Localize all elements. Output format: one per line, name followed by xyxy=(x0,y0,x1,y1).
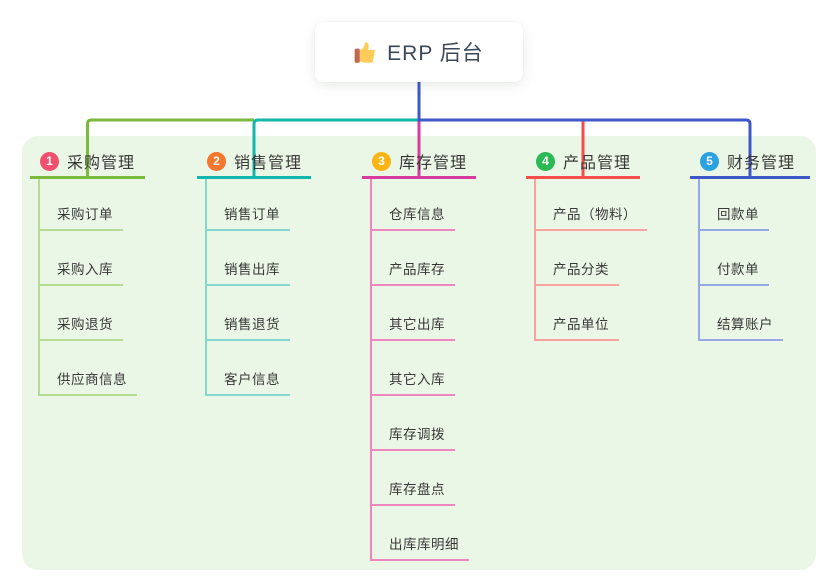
branch-2-child-1[interactable]: 销售订单 xyxy=(205,205,290,231)
branch-1: 1 采购管理采购订单采购入库采购退货供应商信息 xyxy=(30,146,145,396)
branch-5-child-3[interactable]: 结算账户 xyxy=(698,315,783,341)
branch-3-node[interactable]: 3 库存管理 xyxy=(362,146,476,179)
branch-4-number-badge: 4 xyxy=(536,151,555,171)
branch-2-stem-line xyxy=(205,179,207,396)
branch-2-number-badge: 2 xyxy=(207,151,226,171)
branch-1-stem-line xyxy=(38,179,40,396)
branch-3-child-2[interactable]: 产品库存 xyxy=(370,260,455,286)
branch-3-child-3[interactable]: 其它出库 xyxy=(370,315,455,341)
branches-panel xyxy=(22,136,816,570)
root-title: ERP 后台 xyxy=(387,42,484,65)
branch-1-child-2[interactable]: 采购入库 xyxy=(38,260,123,286)
branch-5-number-badge: 5 xyxy=(700,151,719,171)
branch-2-label: 销售管理 xyxy=(234,155,303,172)
branch-3-label: 库存管理 xyxy=(399,155,468,172)
branch-4: 4 产品管理产品（物料） 产品分类产品单位 xyxy=(526,146,647,341)
branch-3-child-6[interactable]: 库存盘点 xyxy=(370,480,455,506)
branch-3-child-5[interactable]: 库存调拨 xyxy=(370,425,455,451)
branch-3: 3 库存管理仓库信息产品库存其它出库其它入库库存调拨库存盘点出库库明细 xyxy=(362,146,476,561)
root-node[interactable]: ERP 后台 xyxy=(315,22,523,82)
branch-5-stem-line xyxy=(698,179,700,341)
branch-4-child-3[interactable]: 产品单位 xyxy=(534,315,619,341)
branch-4-child-2[interactable]: 产品分类 xyxy=(534,260,619,286)
branch-5-node[interactable]: 5 财务管理 xyxy=(690,146,810,179)
branch-4-label: 产品管理 xyxy=(563,155,632,172)
branch-4-stem-line xyxy=(534,179,536,341)
branch-2-node[interactable]: 2 销售管理 xyxy=(197,146,311,179)
branch-5-child-1[interactable]: 回款单 xyxy=(698,205,769,231)
branch-1-number-badge: 1 xyxy=(40,151,59,171)
branch-3-number-badge: 3 xyxy=(372,151,391,171)
branch-1-node[interactable]: 1 采购管理 xyxy=(30,146,145,179)
branch-5-child-2[interactable]: 付款单 xyxy=(698,260,769,286)
branch-4-child-1[interactable]: 产品（物料） xyxy=(534,205,647,231)
thumbs-up-icon xyxy=(354,41,377,64)
branch-1-child-4[interactable]: 供应商信息 xyxy=(38,370,137,396)
branch-2: 2 销售管理销售订单销售出库销售退货客户信息 xyxy=(197,146,311,396)
branch-2-child-3[interactable]: 销售退货 xyxy=(205,315,290,341)
branch-1-child-3[interactable]: 采购退货 xyxy=(38,315,123,341)
branch-4-node[interactable]: 4 产品管理 xyxy=(526,146,640,179)
branch-3-child-1[interactable]: 仓库信息 xyxy=(370,205,455,231)
branch-2-child-4[interactable]: 客户信息 xyxy=(205,370,290,396)
branch-3-child-7[interactable]: 出库库明细 xyxy=(370,535,469,561)
branch-1-child-1[interactable]: 采购订单 xyxy=(38,205,123,231)
branch-3-child-4[interactable]: 其它入库 xyxy=(370,370,455,396)
branch-2-child-2[interactable]: 销售出库 xyxy=(205,260,290,286)
branch-5: 5 财务管理回款单付款单结算账户 xyxy=(690,146,810,341)
branch-1-label: 采购管理 xyxy=(67,155,136,172)
branch-3-stem-line xyxy=(370,179,372,561)
branch-5-label: 财务管理 xyxy=(727,155,796,172)
